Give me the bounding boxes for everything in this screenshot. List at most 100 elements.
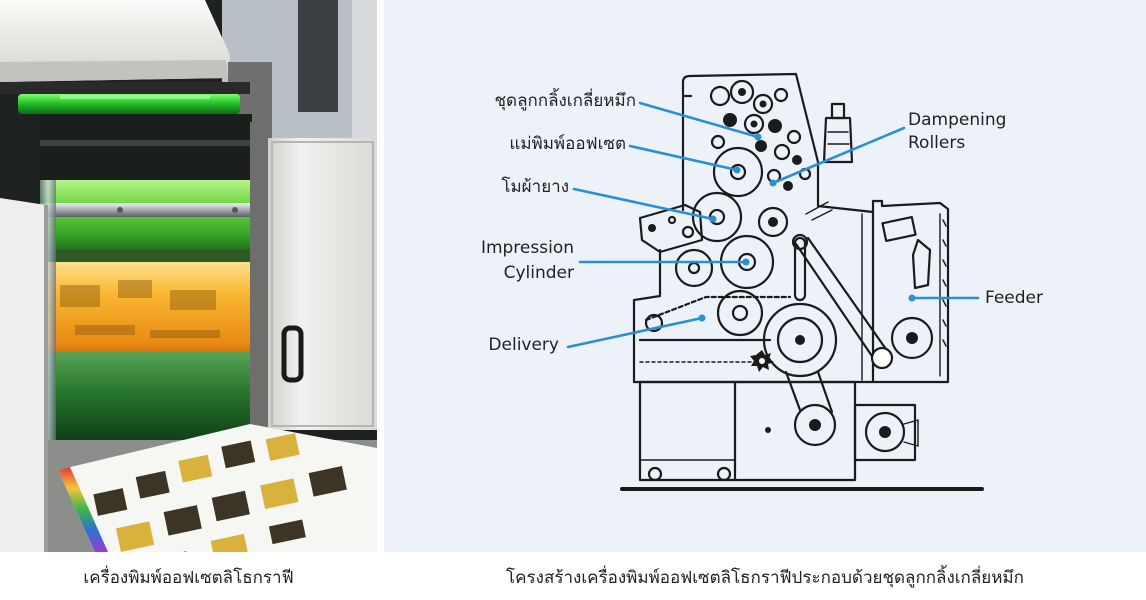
ink-roller [773, 87, 789, 103]
silver-rail [40, 203, 278, 217]
print-mark [150, 330, 220, 338]
blanket-cylinder-hub [708, 208, 726, 226]
label-delivery: Delivery [488, 335, 559, 355]
leader-dot [769, 179, 777, 187]
dark-green-cylinder [40, 352, 265, 444]
dampening-linkage [805, 201, 833, 221]
feeder-wheel-hub [906, 332, 918, 344]
base-foot [716, 466, 732, 482]
ink-roller-hub [738, 88, 746, 96]
label-plate-cylinder: แม่พิมพ์ออฟเซต [509, 134, 626, 154]
ink-roller [743, 113, 765, 135]
print-mark [170, 290, 216, 310]
ink-roller [729, 79, 755, 105]
water-fountain [822, 102, 854, 164]
transfer-cylinder [757, 206, 789, 238]
ink-roller [755, 140, 767, 152]
printed-item [260, 478, 299, 509]
large-drum [762, 302, 838, 378]
main-body-outline [632, 248, 662, 384]
factory-column [298, 0, 338, 112]
delivery-sprocket [644, 313, 664, 333]
vertical-link [793, 236, 807, 302]
ink-roller [723, 113, 737, 127]
offset-press-photo [0, 0, 377, 552]
door-handle [281, 325, 304, 383]
label-blanket-cylinder: โมผ้ายาง [501, 176, 569, 197]
leader-dot [709, 215, 717, 223]
mechanism-pin [667, 215, 677, 225]
feeder-housing [632, 199, 950, 384]
left-frame-panel [0, 198, 46, 552]
transfer-cylinder-hub [768, 217, 778, 227]
feeder-unit [881, 213, 947, 377]
diagram-background [384, 0, 1146, 552]
leader-dot [754, 133, 762, 141]
drive-pulley-hub [809, 419, 821, 431]
feeder-crank [911, 238, 932, 290]
leader-dampening-rollers [771, 126, 906, 185]
rail-screw [232, 207, 238, 213]
label-impression-line-2: Cylinder [504, 263, 574, 283]
leader-blanket-cylinder [572, 187, 715, 221]
tower-outline [681, 72, 875, 214]
leader-dot [733, 166, 741, 174]
arm-pivot-upper [791, 233, 809, 251]
printed-item [93, 488, 128, 516]
printed-item [211, 490, 250, 522]
small-cylinder [674, 248, 714, 288]
leader-plate-cylinder [628, 144, 739, 172]
printed-item [163, 505, 202, 536]
label-feeder: Feeder [985, 288, 1043, 308]
large-drum-hub [795, 335, 805, 345]
rail-screw [117, 207, 123, 213]
print-mark [75, 325, 135, 335]
press-base [620, 370, 984, 491]
gear-hole [759, 358, 765, 364]
printed-item [268, 519, 306, 545]
blanket-cylinder [691, 191, 743, 243]
label-impression-line-1: Impression [481, 238, 574, 258]
printed-item [115, 521, 155, 552]
leader-ink-rollers [638, 101, 760, 139]
leader-lines [566, 101, 980, 349]
press-top-cover [0, 0, 272, 142]
motor-pulley [864, 411, 906, 453]
print-mark [60, 285, 100, 307]
motor-pulley-hub [879, 426, 891, 438]
drive-pulley [793, 403, 837, 447]
base-bolt [765, 427, 771, 433]
diagram-labels: ชุดลูกกลิ้งเกลี่ยหมึก แม่พิมพ์ออฟเซต โมผ… [481, 88, 1043, 355]
arm-edge [794, 242, 878, 364]
large-drum-inner [776, 316, 824, 364]
mechanism-pin [681, 225, 695, 239]
orange-cylinder-print [60, 280, 220, 338]
ink-roller [768, 119, 782, 133]
motor-housing [853, 403, 917, 462]
leader-dot [908, 294, 916, 302]
leader-dot [698, 314, 706, 322]
plate-cylinder-hub [729, 163, 747, 181]
swing-arm [750, 233, 894, 372]
offset-press-diagram: ชุดลูกกลิ้งเกลี่ยหมึก แม่พิมพ์ออฟเซต โมผ… [384, 0, 1146, 552]
motor-shaft [903, 419, 919, 447]
fountain-cap [830, 102, 846, 120]
arm-pivot [870, 346, 894, 370]
printed-sheets [58, 424, 377, 552]
ink-roller [786, 129, 802, 145]
label-dampening-line-2: Rollers [908, 133, 965, 153]
printed-item [221, 440, 256, 469]
printed-item [265, 433, 300, 461]
leader-delivery [566, 316, 704, 349]
press-frame [632, 72, 950, 384]
base-foot [647, 466, 663, 482]
roller-reflection [60, 95, 210, 99]
press-interior [40, 114, 252, 182]
label-ink-rollers: ชุดลูกกลิ้งเกลี่ยหมึก [495, 88, 637, 111]
right-frame-post [250, 122, 272, 440]
plate-cylinder [712, 146, 764, 198]
ink-roller [792, 155, 802, 165]
drive-belt [784, 370, 834, 414]
ink-roller [752, 93, 774, 115]
ink-roller-hub [750, 120, 758, 128]
